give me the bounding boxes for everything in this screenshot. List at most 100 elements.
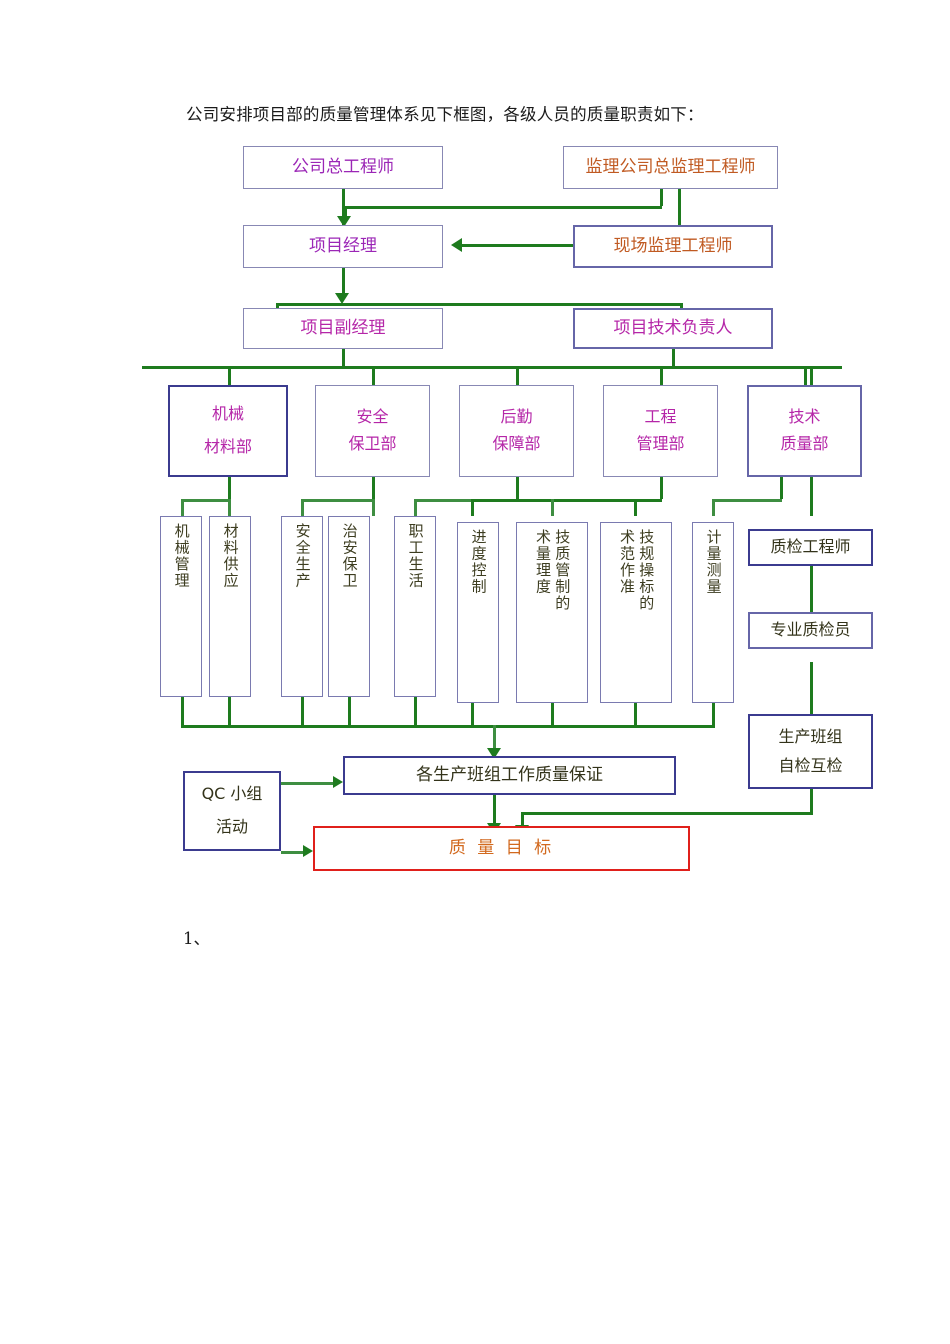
connector-dept4-drop-a <box>471 499 474 516</box>
connector-dept1-left-drop <box>181 499 184 516</box>
connector-dept3-stem <box>516 477 519 499</box>
connector-qce-to-inspector <box>810 565 813 613</box>
function-box-1[interactable]: 机械管理 <box>160 516 202 697</box>
connector-dept5-stem-left <box>780 477 783 499</box>
function-label: 进度控制 <box>469 529 488 595</box>
department-box-2[interactable]: 安全 保卫部 <box>315 385 430 477</box>
connector-qc-to-guarantee <box>281 782 337 785</box>
connector-fn9-down <box>712 703 715 727</box>
node-label: 质检工程师 <box>770 537 851 557</box>
function-label: 材料供应 <box>221 523 240 589</box>
connector-dept3-left-drop <box>414 499 417 516</box>
function-label-col-right: 技质管制的 <box>553 529 572 612</box>
function-box-2[interactable]: 材料供应 <box>209 516 251 697</box>
connector-dept-drop-1 <box>228 366 231 385</box>
node-project-technical-lead[interactable]: 项目技术负责人 <box>573 308 773 349</box>
connector-dept4-drop-c <box>634 499 637 516</box>
arrowhead-to-guarantee <box>487 748 501 759</box>
connector-techlead-spine-top <box>810 366 813 385</box>
node-label: 质 量 目 标 <box>448 837 555 858</box>
connector-pm-down <box>342 268 345 298</box>
node-team-work-quality-guarantee[interactable]: 各生产班组工作质量保证 <box>343 756 676 795</box>
node-label: 监理公司总监理工程师 <box>585 156 756 177</box>
connector-dept-drop-4 <box>660 366 663 385</box>
connector-fn3-down <box>301 697 304 727</box>
connector-fn6-down <box>471 703 474 727</box>
connector-dept5-spine <box>810 477 813 516</box>
function-label: 安全生产 <box>293 523 312 589</box>
department-label-line1: 机械 <box>211 404 244 424</box>
department-box-4[interactable]: 工程 管理部 <box>603 385 718 477</box>
connector-fn5-down <box>414 697 417 727</box>
connector-team-to-goal-h <box>521 812 813 815</box>
node-label-line1: QC 小组 <box>201 784 263 804</box>
node-label: 专业质检员 <box>770 620 851 640</box>
connector-dept2-bracket <box>301 499 374 502</box>
connector-dept3-bracket <box>414 499 518 502</box>
connector-dept1-bracket <box>181 499 230 502</box>
department-label-line1: 安全 <box>356 407 389 427</box>
function-label: 职工生活 <box>406 523 425 589</box>
department-label-line1: 技术 <box>788 407 821 427</box>
node-production-team-self-inspection[interactable]: 生产班组 自检互检 <box>748 714 873 789</box>
intro-paragraph: 公司安排项目部的质量管理体系见下框图，各级人员的质量职责如下： <box>186 105 704 124</box>
connector-row3-bus <box>276 303 682 306</box>
connector-fn8-down <box>634 703 637 727</box>
connector-supchief-to-pm-h <box>344 206 662 209</box>
arrowhead-qc-to-goal <box>303 845 313 857</box>
function-box-7[interactable]: 技质管制的 术量理度 <box>516 522 588 703</box>
connector-team-down <box>810 789 813 814</box>
arrowhead-pm-down <box>335 293 349 304</box>
function-box-6[interactable]: 进度控制 <box>457 522 499 703</box>
connector-techlead-down <box>672 349 675 366</box>
function-label-col-left: 术范作准 <box>618 529 636 595</box>
node-project-manager[interactable]: 项目经理 <box>243 225 443 268</box>
node-professional-quality-inspector[interactable]: 专业质检员 <box>748 612 873 649</box>
arrowhead-qc-to-guarantee <box>333 776 343 788</box>
department-label-line2: 质量部 <box>780 434 829 453</box>
function-box-5[interactable]: 职工生活 <box>394 516 436 697</box>
department-label-line2: 管理部 <box>636 434 685 453</box>
department-box-1[interactable]: 机械 材料部 <box>168 385 288 477</box>
node-qc-group-activity[interactable]: QC 小组 活动 <box>183 771 281 851</box>
department-label-line2: 保障部 <box>492 434 541 453</box>
connector-site-to-pm <box>462 244 574 247</box>
connector-bottom-bus <box>181 725 715 728</box>
department-box-5[interactable]: 技术 质量部 <box>747 385 862 477</box>
function-box-9[interactable]: 计量测量 <box>692 522 734 703</box>
arrowhead-to-project-manager <box>337 216 351 227</box>
connector-dept-drop-2 <box>372 366 375 385</box>
node-label: 项目经理 <box>309 235 377 256</box>
department-label-line2: 材料部 <box>203 437 252 456</box>
connector-dept5-bracket <box>712 499 782 502</box>
node-quality-inspection-engineer[interactable]: 质检工程师 <box>748 529 873 566</box>
node-supervision-chief-engineer[interactable]: 监理公司总监理工程师 <box>563 146 778 189</box>
connector-dept1-right-drop <box>228 499 231 516</box>
connector-bus-to-guarantee <box>493 725 496 753</box>
function-label: 计量测量 <box>704 529 723 595</box>
node-deputy-project-manager[interactable]: 项目副经理 <box>243 308 443 349</box>
node-label: 项目副经理 <box>300 317 386 338</box>
connector-dept4-drop-d <box>712 499 715 516</box>
connector-dept2-stem <box>372 477 375 499</box>
connector-fn1-down <box>181 697 184 727</box>
connector-supchief-stem-a <box>660 189 663 206</box>
connector-supchief-to-pm-v <box>344 206 347 218</box>
function-box-3[interactable]: 安全生产 <box>281 516 323 697</box>
department-label-line1: 后勤 <box>500 407 533 427</box>
connector-dept4-bracket <box>471 499 662 502</box>
department-box-3[interactable]: 后勤 保障部 <box>459 385 574 477</box>
department-label-line2: 保卫部 <box>348 434 397 453</box>
node-site-supervision-engineer[interactable]: 现场监理工程师 <box>573 225 773 268</box>
node-quality-goal[interactable]: 质 量 目 标 <box>313 826 690 871</box>
connector-deputy-down <box>342 349 345 366</box>
function-label-col-left: 术量理度 <box>534 529 552 595</box>
connector-fn7-down <box>551 703 554 727</box>
function-box-8[interactable]: 技规操标的 术范作准 <box>600 522 672 703</box>
node-company-chief-engineer[interactable]: 公司总工程师 <box>243 146 443 189</box>
function-box-4[interactable]: 治安保卫 <box>328 516 370 697</box>
connector-dept-drop-5 <box>804 366 807 385</box>
connector-row3-left-drop <box>276 303 279 312</box>
node-label: 项目技术负责人 <box>613 317 733 338</box>
